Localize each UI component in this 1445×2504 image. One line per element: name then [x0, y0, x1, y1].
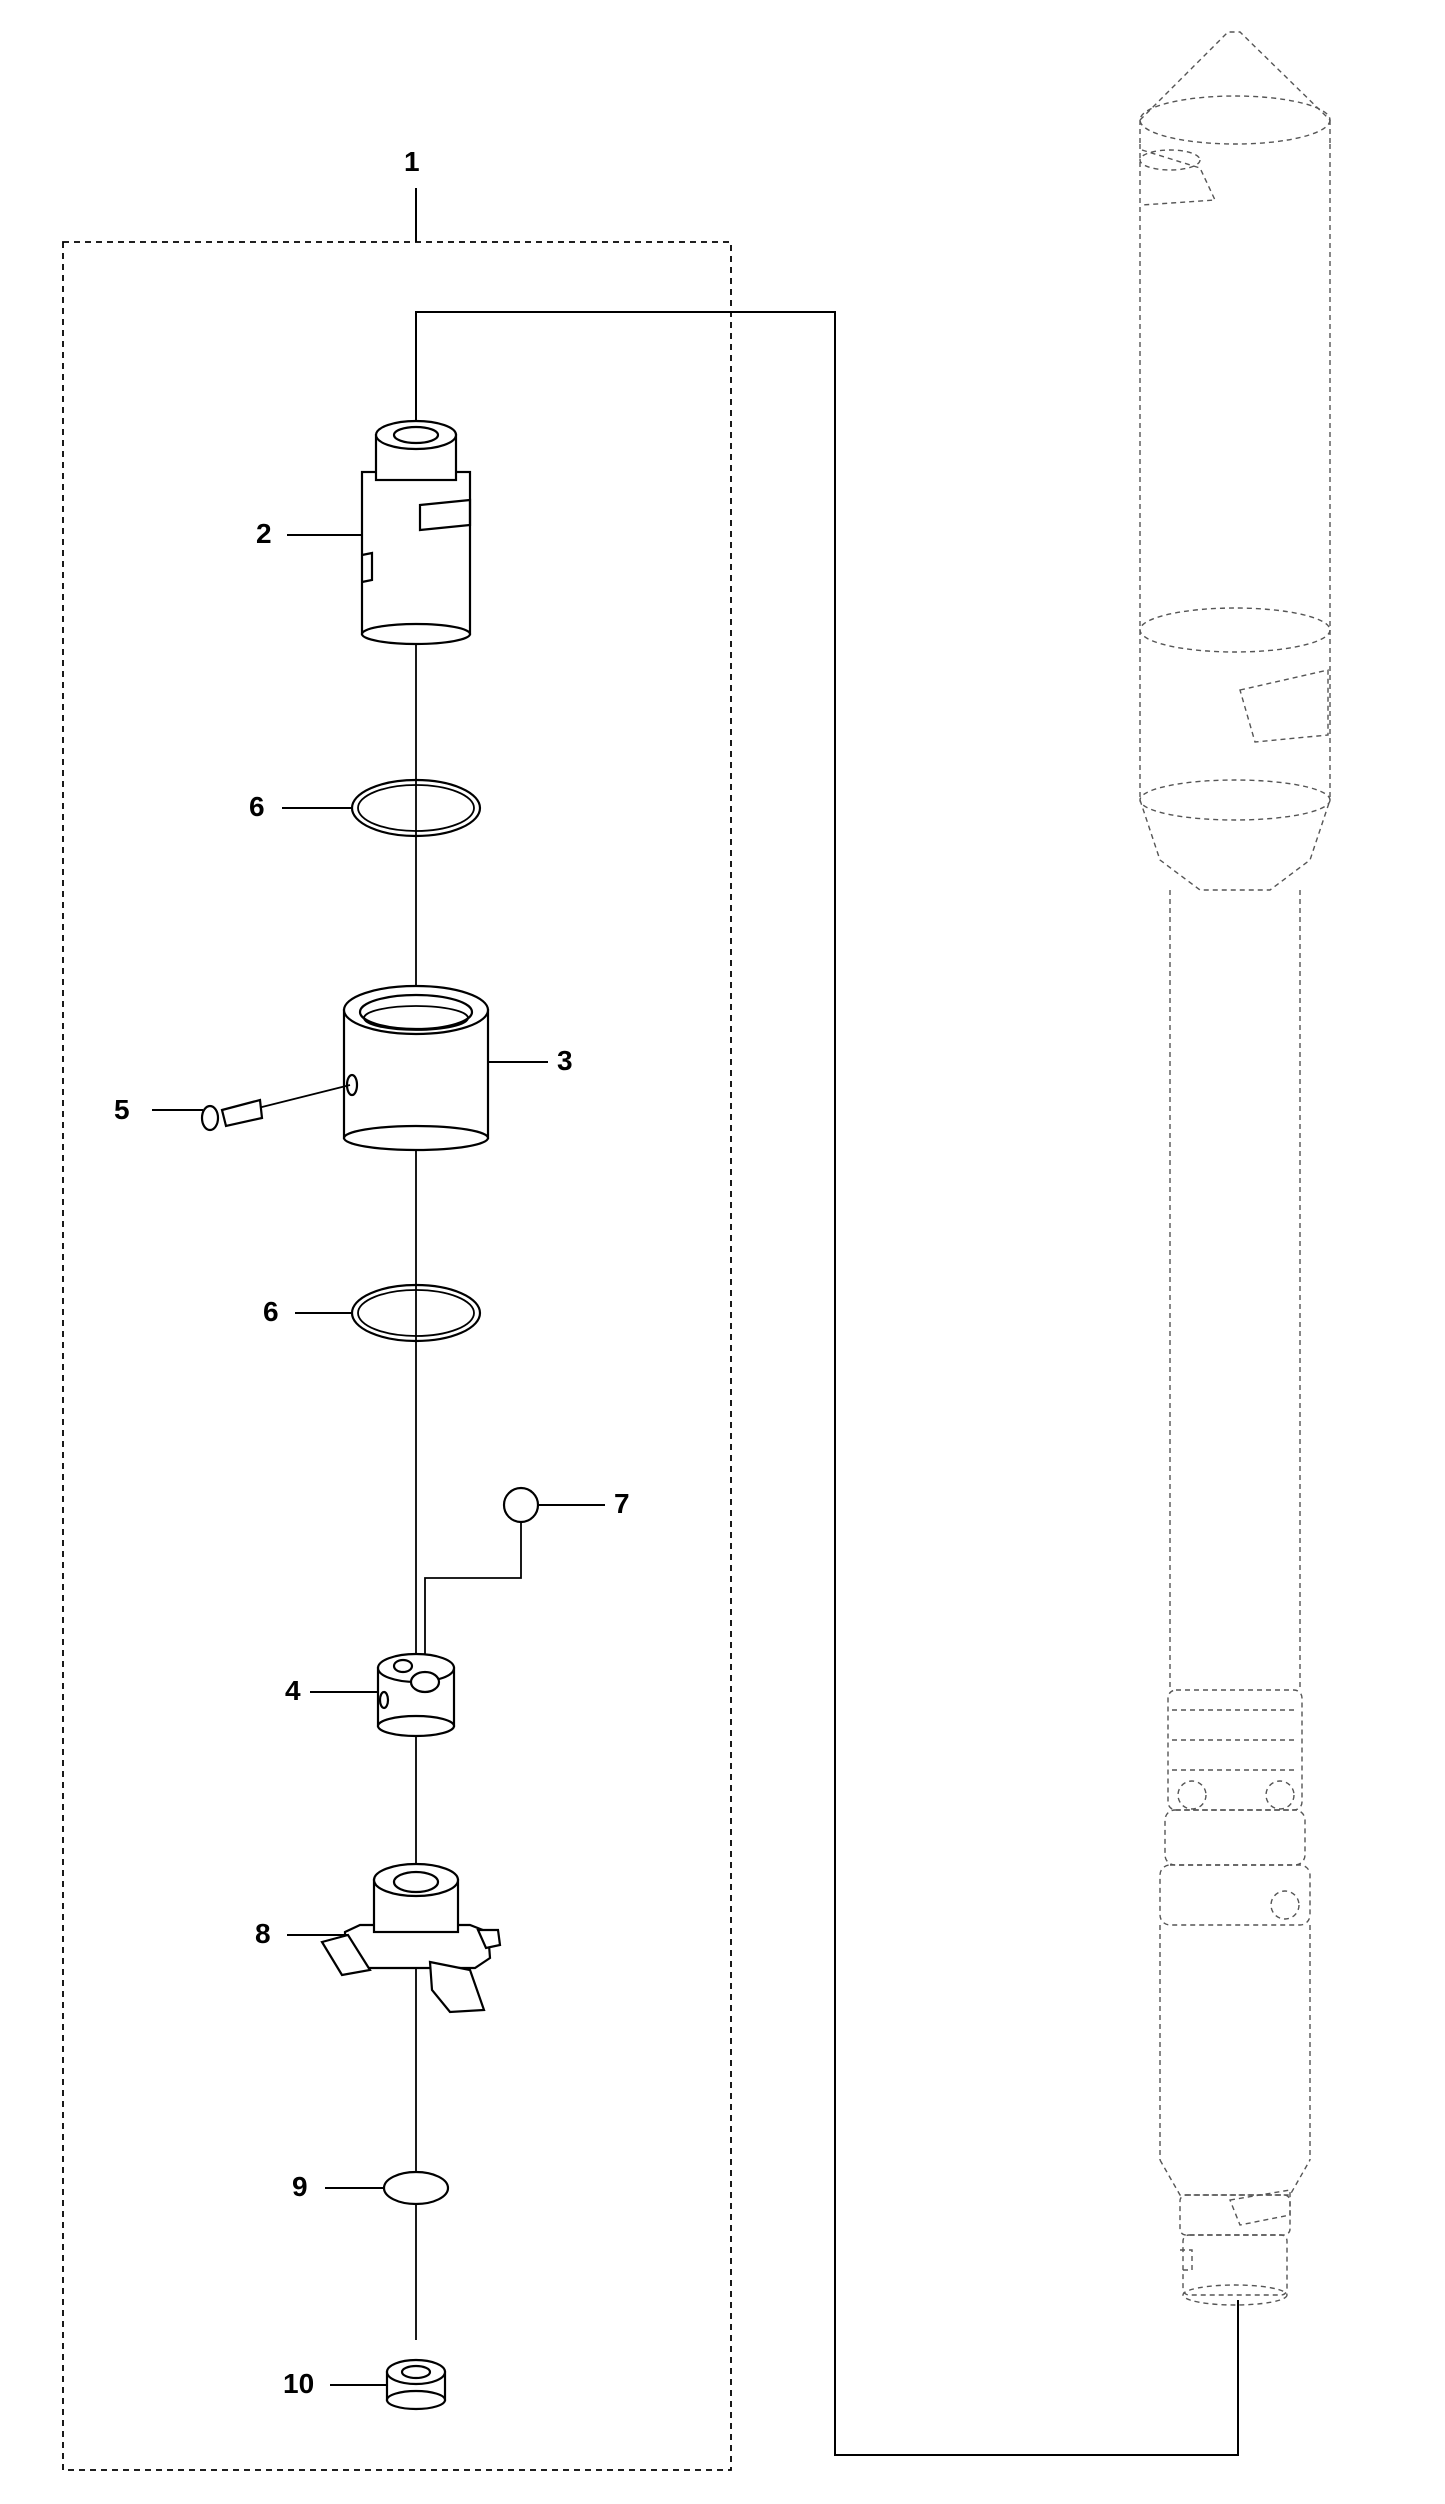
connection-line	[415, 311, 1239, 2456]
callout-label-5: 5	[114, 1094, 130, 1125]
callout-label-6-upper: 6	[249, 791, 265, 822]
callout-label-6-lower: 6	[263, 1296, 279, 1327]
part-10-nozzle-insert	[385, 2358, 447, 2411]
ghost-tool-assembly	[1139, 31, 1331, 2306]
callout-label-2: 2	[256, 518, 272, 549]
callout-label-7: 7	[614, 1488, 630, 1519]
callout-label-3: 3	[557, 1045, 573, 1076]
callout-label-9: 9	[292, 2171, 308, 2202]
callout-label-10: 10	[283, 2368, 315, 2399]
part-7-ball	[502, 1486, 540, 1524]
assembly-group-box	[62, 241, 732, 2471]
part-9-disc	[382, 2170, 450, 2206]
part-2-nozzle-body	[360, 419, 472, 646]
callout-label-4: 4	[285, 1675, 301, 1706]
ball-insertion-line	[424, 1522, 522, 1680]
part-4-ball-seat	[376, 1652, 456, 1738]
part-5-screw	[200, 1084, 351, 1132]
callout-label-8: 8	[255, 1918, 271, 1949]
callout-label-1: 1	[404, 146, 420, 177]
part-8-jet-holder	[320, 1862, 502, 2014]
part-3-sleeve	[342, 984, 490, 1152]
